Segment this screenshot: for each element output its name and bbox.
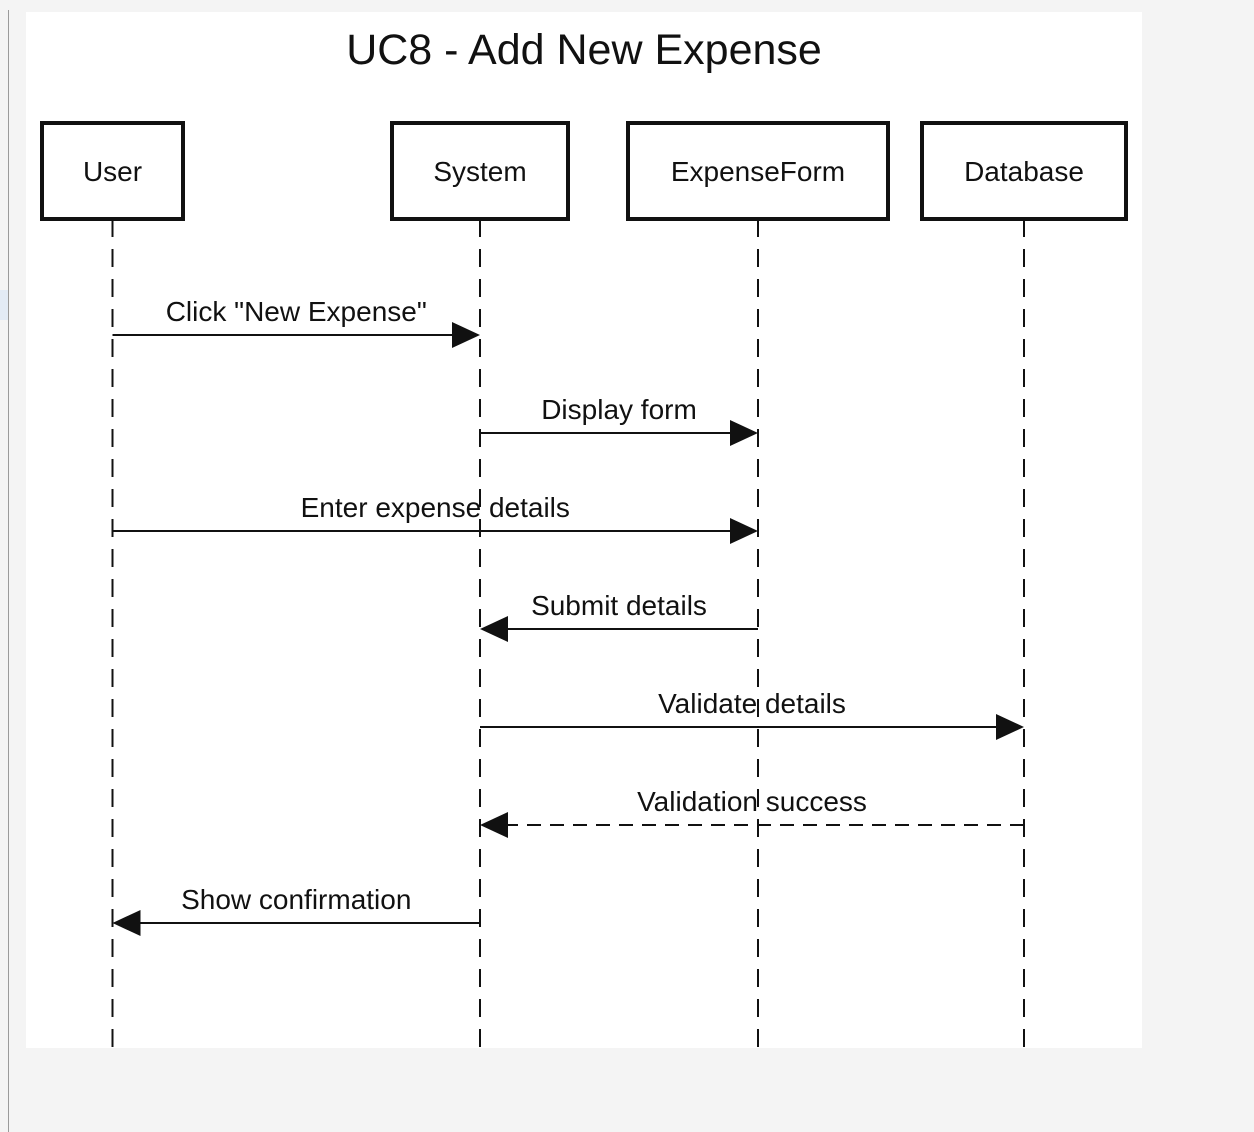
arrowhead-icon (480, 812, 508, 838)
message-label: Submit details (531, 590, 707, 621)
message-3[interactable]: Enter expense details (112, 492, 759, 544)
message-label: Display form (541, 394, 697, 425)
message-4[interactable]: Submit details (480, 590, 758, 642)
participant-label: ExpenseForm (671, 156, 845, 187)
participant-box (626, 121, 890, 221)
participant-label: Database (964, 156, 1084, 187)
message-label: Validation success (637, 786, 867, 817)
participant-user[interactable]: User (40, 121, 185, 221)
diagram-title: UC8 - Add New Expense (346, 26, 822, 74)
message-label: Click "New Expense" (166, 296, 427, 327)
sequence-diagram: User System ExpenseForm Database Click "New… (40, 121, 1128, 1048)
participant-box (40, 121, 185, 221)
participant-box (920, 121, 1128, 221)
window-left-border (8, 10, 9, 1132)
message-label: Show confirmation (181, 884, 411, 915)
arrowhead-icon (730, 420, 758, 446)
arrowhead-icon (112, 910, 141, 936)
message-6[interactable]: Validation success (480, 786, 1024, 838)
participant-system[interactable]: System (390, 121, 570, 221)
participant-label: User (83, 156, 142, 187)
participant-box (390, 121, 570, 221)
message-1[interactable]: Click "New Expense" (112, 296, 481, 348)
arrowhead-icon (452, 322, 480, 348)
message-7[interactable]: Show confirmation (112, 884, 481, 936)
side-panel-tab[interactable] (0, 290, 8, 320)
diagram-canvas: UC8 - Add New Expense User System ExpenseF… (26, 12, 1142, 1048)
message-5[interactable]: Validate details (480, 688, 1024, 740)
participant-expenseform[interactable]: ExpenseForm (626, 121, 890, 221)
participant-database[interactable]: Database (920, 121, 1128, 221)
arrowhead-icon (730, 518, 758, 544)
message-2[interactable]: Display form (480, 394, 758, 446)
arrowhead-icon (996, 714, 1024, 740)
message-label: Enter expense details (301, 492, 570, 523)
arrowhead-icon (480, 616, 508, 642)
participant-label: System (433, 156, 526, 187)
message-label: Validate details (658, 688, 846, 719)
